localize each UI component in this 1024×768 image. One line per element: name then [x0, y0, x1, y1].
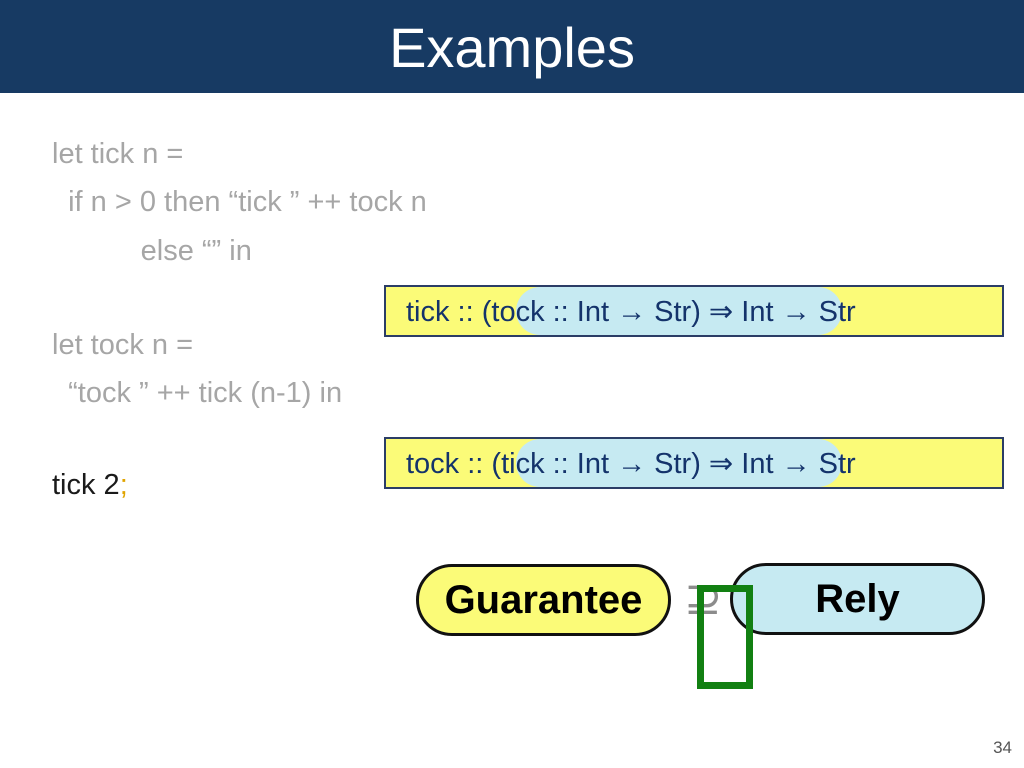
guarantee-pill: Guarantee — [416, 564, 671, 636]
tock-type-box: tock :: (tick :: Int → Str) ⇒ Int → Str — [384, 437, 1004, 489]
code-semicolon: ; — [119, 469, 128, 501]
page-number: 34 — [993, 738, 1012, 757]
code-line-5: “tock ” ++ tick (n-1) in — [52, 377, 343, 409]
tick-rely-highlight — [516, 287, 842, 335]
code-line-1: let tick n = — [52, 138, 184, 170]
tick-type-signature: tick :: (tock :: Int → Str) ⇒ Int → Str — [406, 296, 856, 328]
code-line-3: else “” in — [52, 235, 252, 267]
code-line-2: if n > 0 then “tick ” ++ tock n — [52, 186, 427, 218]
title-bar: Examples — [0, 0, 1024, 93]
code-line-6-text: tick 2 — [52, 469, 120, 501]
code-line-4: let tock n = — [52, 329, 194, 361]
tick-type-box: tick :: (tock :: Int → Str) ⇒ Int → Str — [384, 285, 1004, 337]
tock-type-signature: tock :: (tick :: Int → Str) ⇒ Int → Str — [406, 448, 856, 480]
tock-rely-highlight — [516, 439, 842, 487]
check-icon — [697, 585, 753, 689]
rely-pill: Rely — [730, 563, 985, 635]
slide-title: Examples — [389, 16, 635, 79]
code-line-6: tick 2; — [52, 468, 128, 502]
